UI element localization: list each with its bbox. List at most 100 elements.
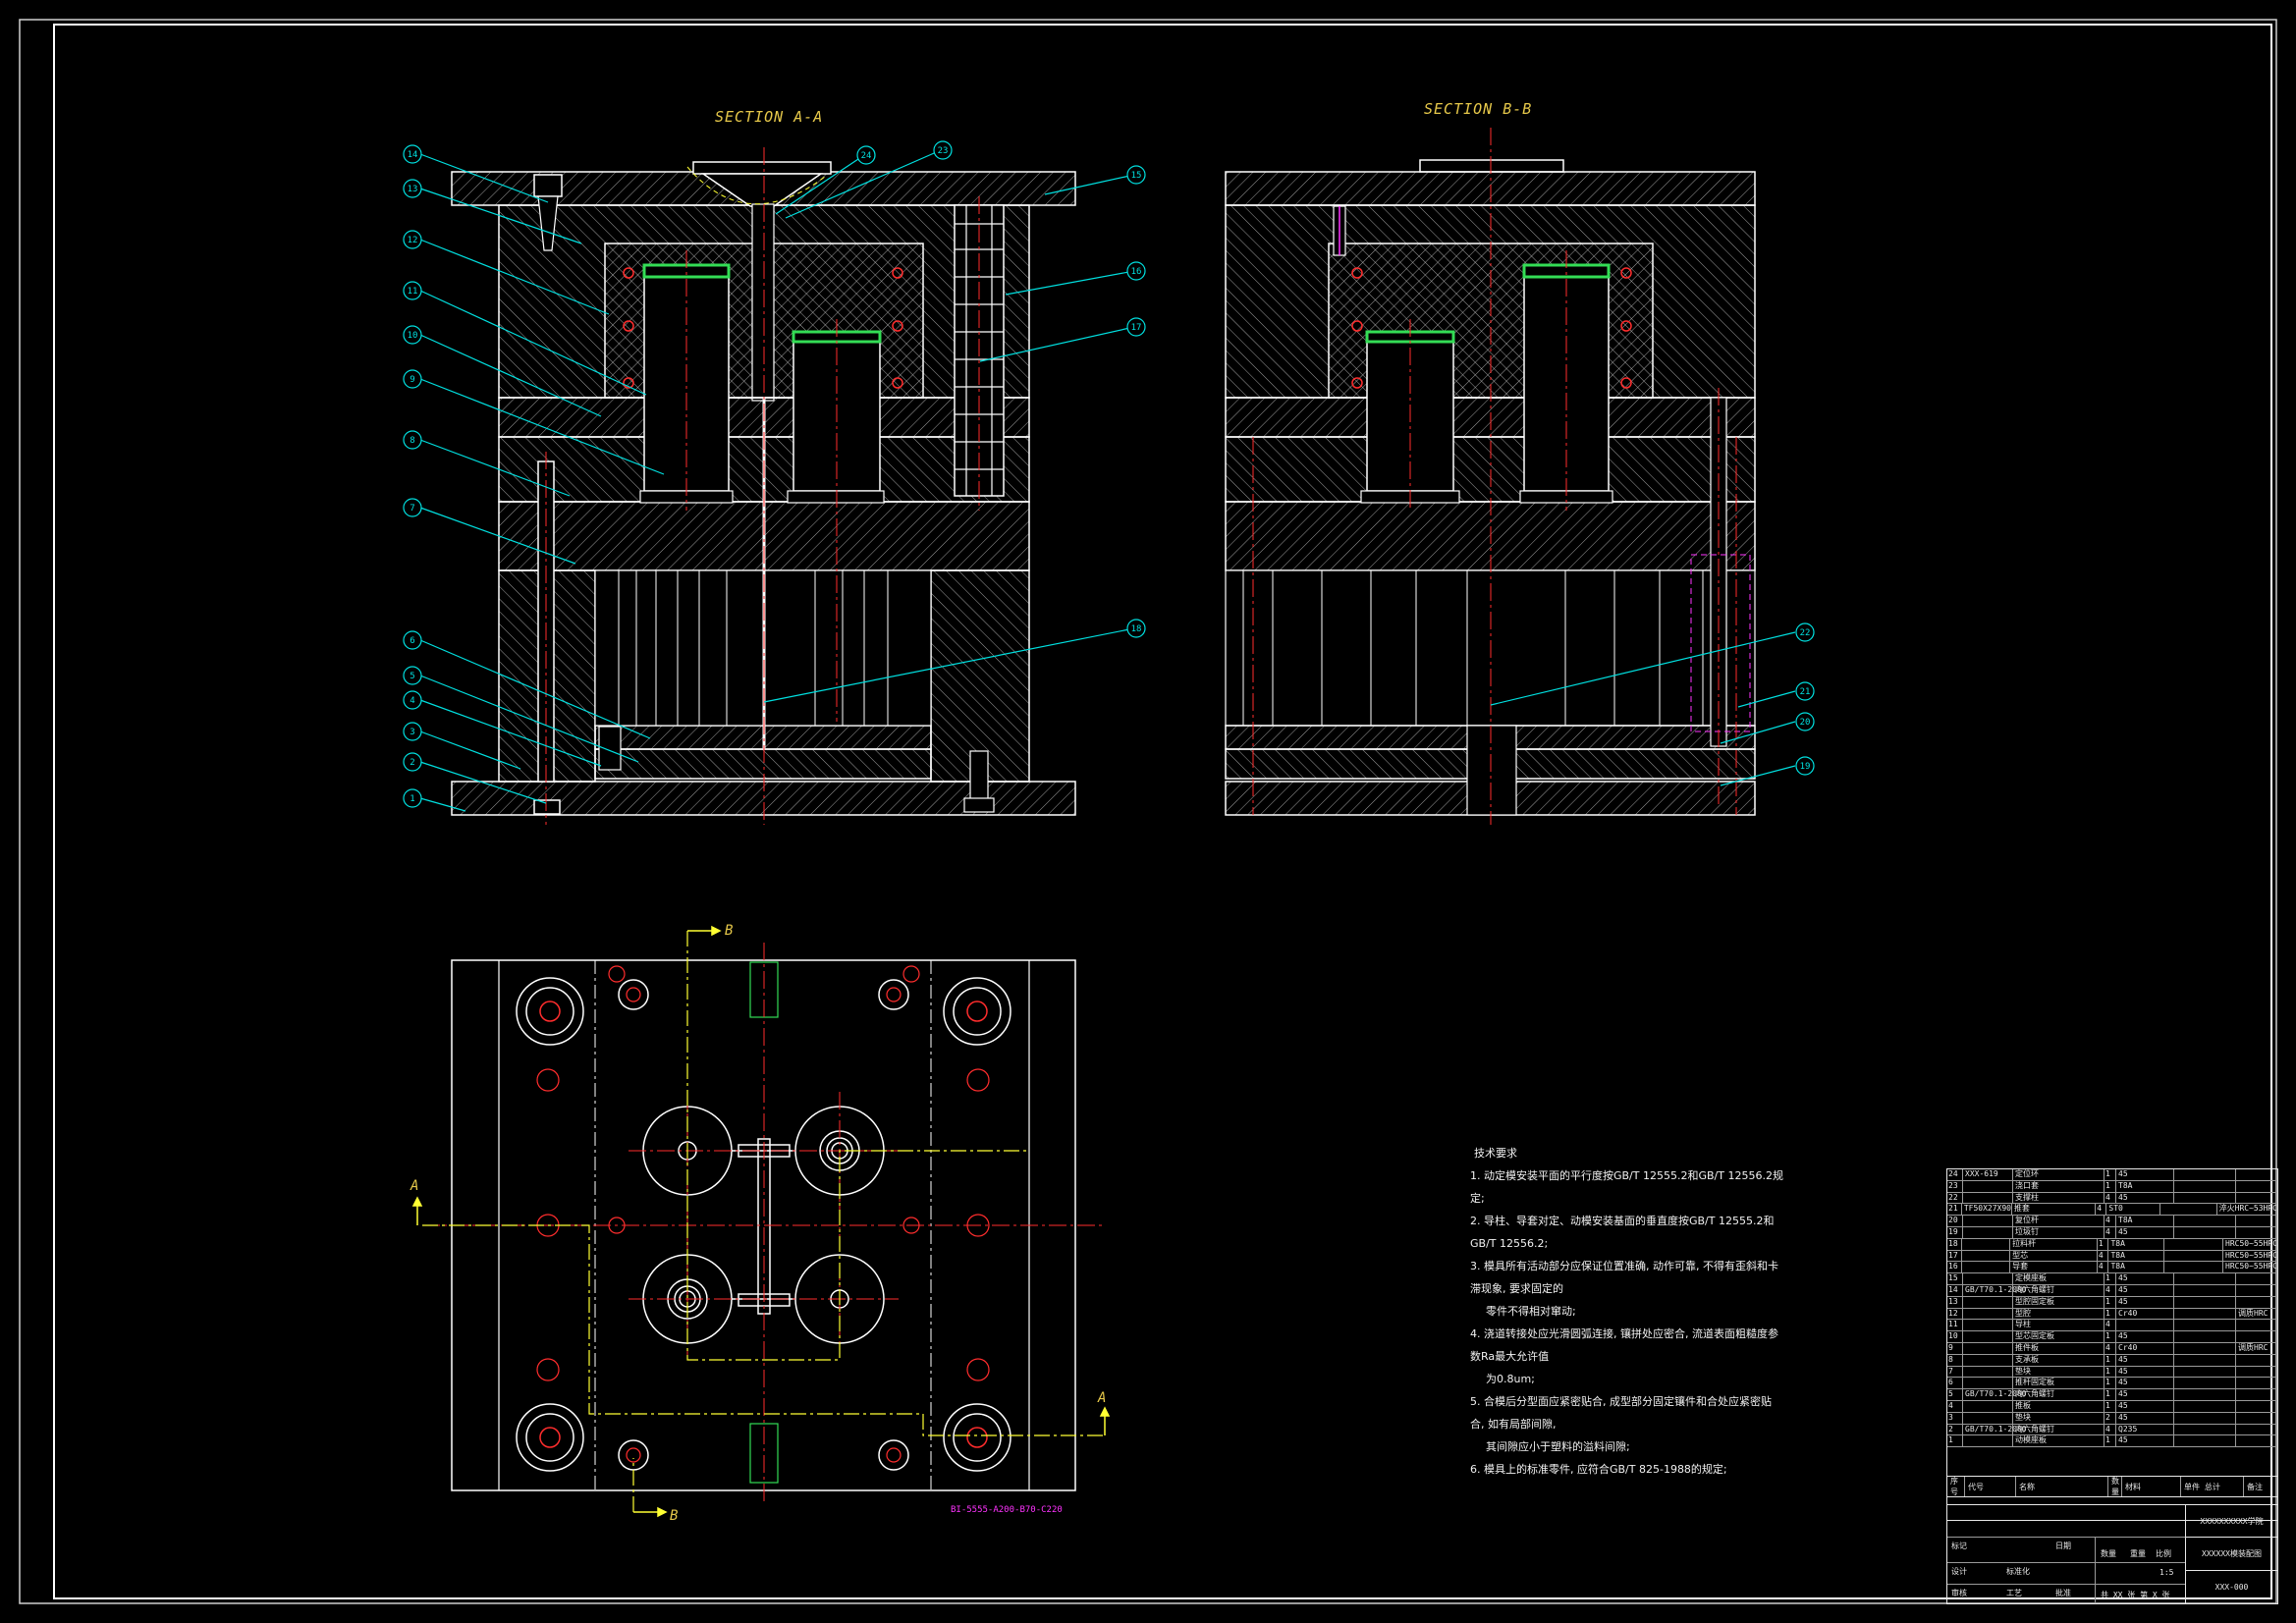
bom-head-qty: 数量: [2108, 1477, 2122, 1496]
bom-cell-no: 5: [1947, 1389, 1963, 1400]
bom-cell-qty: 1: [2105, 1378, 2116, 1389]
bom-cell-qty: 1: [2105, 1389, 2116, 1400]
bom-cell-mat: T8A: [2116, 1216, 2174, 1226]
bom-cell-name: 推件板: [2013, 1342, 2105, 1354]
bom-cell-extra: HRC50~55HRC: [2225, 1238, 2278, 1248]
bom-cell-extra: [2236, 1273, 2277, 1284]
bom-cell-name: 垃圾钉: [2013, 1226, 2105, 1238]
bom-cell-no: 21: [1947, 1204, 1962, 1216]
bom-cell-extra: HRC50~55HRC: [2225, 1262, 2278, 1271]
bom-cell-code: [1963, 1412, 2013, 1424]
bom-cell-note: [2174, 1308, 2236, 1320]
bom-cell-mat: 45: [2116, 1400, 2174, 1412]
bom-cell-qty: 1: [2105, 1169, 2116, 1180]
balloon-label: 16: [1131, 267, 1142, 277]
bom-cell-mat: 45: [2116, 1412, 2174, 1424]
tech-note-line: 其间隙应小于塑料的溢料间隙;: [1486, 1440, 1630, 1453]
bom-cell-no: 4: [1947, 1400, 1963, 1412]
spacer-block-right: [930, 569, 1030, 783]
tb-process: 工艺: [2006, 1589, 2022, 1597]
bom-cell-qty: 1: [2105, 1308, 2116, 1320]
bom-cell-note: [2174, 1400, 2236, 1412]
bom-cell-extra: 调质HRC: [2238, 1342, 2269, 1352]
section-bb-title: SECTION B-B: [1424, 100, 1532, 118]
school-name: XXXXXXXXXX学院: [2185, 1505, 2277, 1538]
bom-cell-code: [1962, 1250, 2011, 1262]
bom-cell-name: 支撑柱: [2013, 1192, 2105, 1204]
bom-cell-name: 型腔: [2013, 1308, 2105, 1320]
bom-cell-code: [1963, 1366, 2013, 1378]
bom-cell-note: [2174, 1435, 2236, 1447]
balloons-aa: [419, 149, 1135, 812]
bom-cell-note: [2174, 1412, 2236, 1424]
bom-cell-name: 导柱: [2013, 1320, 2105, 1331]
title-block: XXXXXXXXXX学院 XXXXXX模装配图 XXX-000 标记 设计 审核…: [1946, 1504, 2278, 1604]
balloon-label: 11: [408, 287, 418, 297]
bom-cell-mat: 45: [2116, 1226, 2174, 1238]
bom-cell-extra: [2236, 1331, 2277, 1342]
bom-cell-code: [1963, 1354, 2013, 1366]
bom-cell-note: [2164, 1238, 2224, 1250]
bom-cell-name: 定位环: [2013, 1169, 2105, 1180]
tech-note-line: 4. 浇道转接处应光滑圆弧连接, 镶拼处应密合, 流道表面粗糙度参数Ra最大允许…: [1470, 1327, 1778, 1363]
cut-label-a-right: A: [1097, 1390, 1106, 1406]
bom-cell-no: 18: [1947, 1238, 1963, 1250]
balloon-label: 9: [410, 375, 414, 385]
bom-cell-name: 导套: [2010, 1262, 2098, 1273]
bom-cell-note: [2174, 1389, 2236, 1400]
bom-cell-mat: T8A: [2108, 1238, 2164, 1250]
balloon-label: 10: [408, 331, 418, 341]
tech-note-line: 为0.8um;: [1486, 1373, 1535, 1385]
bom-cell-qty: 4: [2105, 1192, 2116, 1204]
bom-cell-name: 推板: [2013, 1400, 2105, 1412]
balloon-label: 20: [1800, 718, 1811, 728]
bom-cell-no: 20: [1947, 1216, 1963, 1226]
tech-note-line: 3. 模具所有活动部分应保证位置准确, 动作可靠, 不得有歪斜和卡滞现象, 要求…: [1470, 1260, 1778, 1295]
bom-cell-note: [2174, 1331, 2236, 1342]
bom-head-no: 序号: [1947, 1477, 1965, 1496]
bom-cell-qty: 4: [2105, 1284, 2116, 1296]
bom-cell-qty: 4: [2105, 1226, 2116, 1238]
tech-note-line: 2. 导柱、导套对定、动模安装基面的垂直度按GB/T 12555.2和GB/T …: [1470, 1215, 1775, 1250]
bom-cell-extra: [2236, 1435, 2277, 1446]
tb-sheet: 共 XX 张 第 X 张: [2101, 1591, 2170, 1599]
balloon-label: 19: [1800, 762, 1811, 772]
tech-notes-title: 技术要求: [1474, 1147, 1517, 1160]
balloon-label: 6: [410, 636, 414, 646]
bom-cell-mat: Cr40: [2116, 1308, 2174, 1320]
bom-cell-note: [2174, 1192, 2236, 1204]
bom-cell-name: 型芯固定板: [2013, 1331, 2105, 1342]
bom-cell-no: 14: [1947, 1284, 1963, 1296]
bom-cell-mat: 45: [2116, 1284, 2174, 1296]
balloon-circles-aa: [403, 140, 1146, 808]
bom-cell-mat: 45: [2116, 1366, 2174, 1378]
bom-cell-mat: 45: [2116, 1331, 2174, 1342]
bom-cell-code: [1963, 1308, 2013, 1320]
bom-cell-note: [2160, 1204, 2217, 1216]
bom-cell-no: 8: [1947, 1354, 1963, 1366]
bom-cell-mat: ST0: [2106, 1204, 2160, 1216]
bom-cell-extra: [2236, 1216, 2277, 1226]
drawing-name: XXXXXX模装配图: [2185, 1537, 2277, 1571]
bom-cell-name: 支承板: [2013, 1354, 2105, 1366]
bom-cell-no: 15: [1947, 1273, 1963, 1284]
section-aa-title: SECTION A-A: [715, 108, 823, 126]
bom-cell-qty: 1: [2105, 1296, 2116, 1308]
tb-approve: 批准: [2055, 1589, 2071, 1597]
bom-cell-mat: T8A: [2108, 1262, 2164, 1273]
section-aa-view: SECTION A-A: [451, 108, 1076, 825]
